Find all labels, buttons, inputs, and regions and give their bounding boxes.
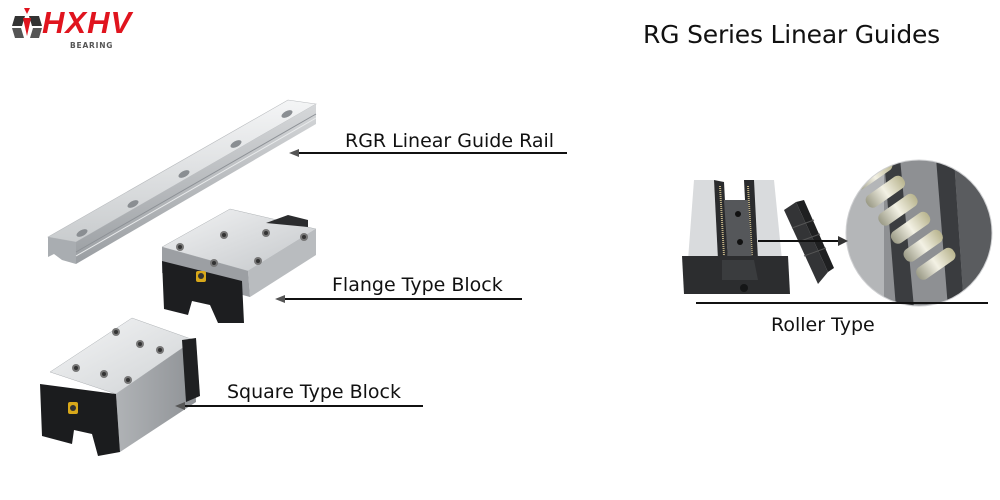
callout-roller-label: Roller Type — [771, 314, 875, 336]
roller-divider-line — [696, 302, 988, 304]
callout-flange-label: Flange Type Block — [332, 274, 503, 296]
callout-rail-leader-line — [296, 152, 567, 154]
callout-square-label: Square Type Block — [227, 381, 401, 403]
arrow-right-icon — [838, 236, 848, 246]
logo-mark-icon — [12, 8, 42, 38]
square-block-image — [40, 317, 200, 456]
arrow-left-icon — [289, 149, 299, 157]
roller-detail-magnified-image — [845, 159, 993, 307]
brand-logo: HXHV BEARING — [12, 5, 162, 54]
linear-guide-rail-image — [47, 99, 317, 264]
brand-tagline: BEARING — [70, 41, 114, 50]
callout-rail-label: RGR Linear Guide Rail — [345, 130, 555, 152]
arrow-left-icon — [175, 402, 185, 410]
roller-block-image — [682, 180, 834, 294]
callout-square-leader-line — [182, 405, 423, 407]
arrow-left-icon — [275, 295, 285, 303]
page-title: RG Series Linear Guides — [643, 20, 940, 49]
roller-pointer-line — [758, 240, 840, 242]
flange-block-image — [161, 208, 317, 323]
brand-name: HXHV — [42, 5, 133, 40]
callout-flange-leader-line — [282, 298, 522, 300]
